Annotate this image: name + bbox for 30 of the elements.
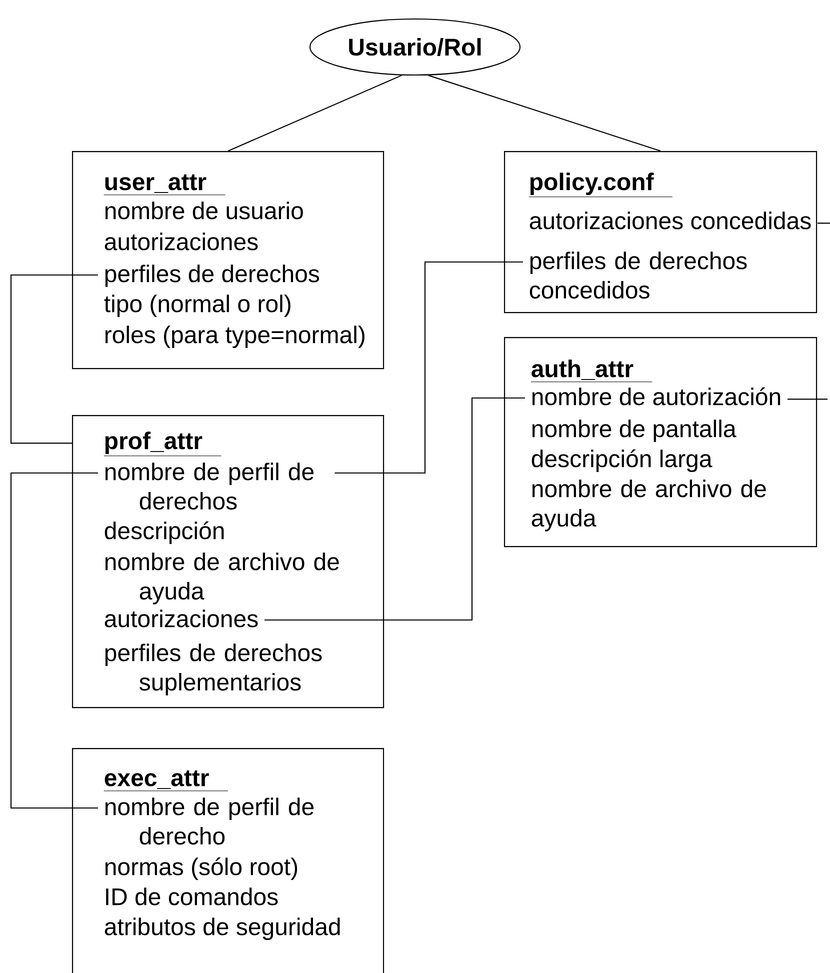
connector-line bbox=[228, 74, 402, 152]
field-text: nombre de autorización bbox=[532, 387, 780, 406]
field-text: descripción larga bbox=[532, 449, 712, 472]
field-text: autorizaciones bbox=[104, 610, 258, 628]
field-text: nombre de usuario bbox=[105, 202, 303, 220]
connector-line bbox=[334, 261, 523, 474]
field-text: nombre de pantalla bbox=[532, 420, 736, 442]
connector-line bbox=[818, 222, 830, 224]
connector-line bbox=[10, 274, 98, 444]
table-heading: auth_attr bbox=[530, 360, 652, 382]
connector-line bbox=[428, 74, 661, 152]
table-heading: policy.conf bbox=[528, 172, 673, 198]
field-text: perfiles de derechos bbox=[105, 264, 320, 288]
table-heading: prof_attr bbox=[104, 432, 222, 456]
connector-line bbox=[788, 398, 828, 400]
field-text: roles (para type=normal) bbox=[105, 326, 364, 348]
connector-line bbox=[264, 397, 525, 621]
field-text: atributos de seguridad bbox=[104, 918, 340, 940]
table-heading: exec_attr bbox=[104, 770, 228, 792]
field-text: nombre de archivo de ayuda bbox=[532, 480, 766, 532]
connector-line bbox=[10, 472, 98, 809]
field-text: tipo (normal o rol) bbox=[104, 294, 290, 318]
table-heading: user_attr bbox=[104, 174, 226, 196]
field-text: autorizaciones bbox=[104, 232, 258, 250]
field-text: ID de comandos bbox=[106, 888, 278, 906]
field-text: perfiles de derechos suplementarios bbox=[105, 644, 322, 696]
field-text: normas (sólo root) bbox=[105, 857, 298, 880]
field-text: descripción bbox=[104, 521, 224, 544]
field-text: perfiles de derechos concedidos bbox=[530, 252, 747, 299]
field-text: autorizaciones concedidas bbox=[530, 212, 811, 230]
